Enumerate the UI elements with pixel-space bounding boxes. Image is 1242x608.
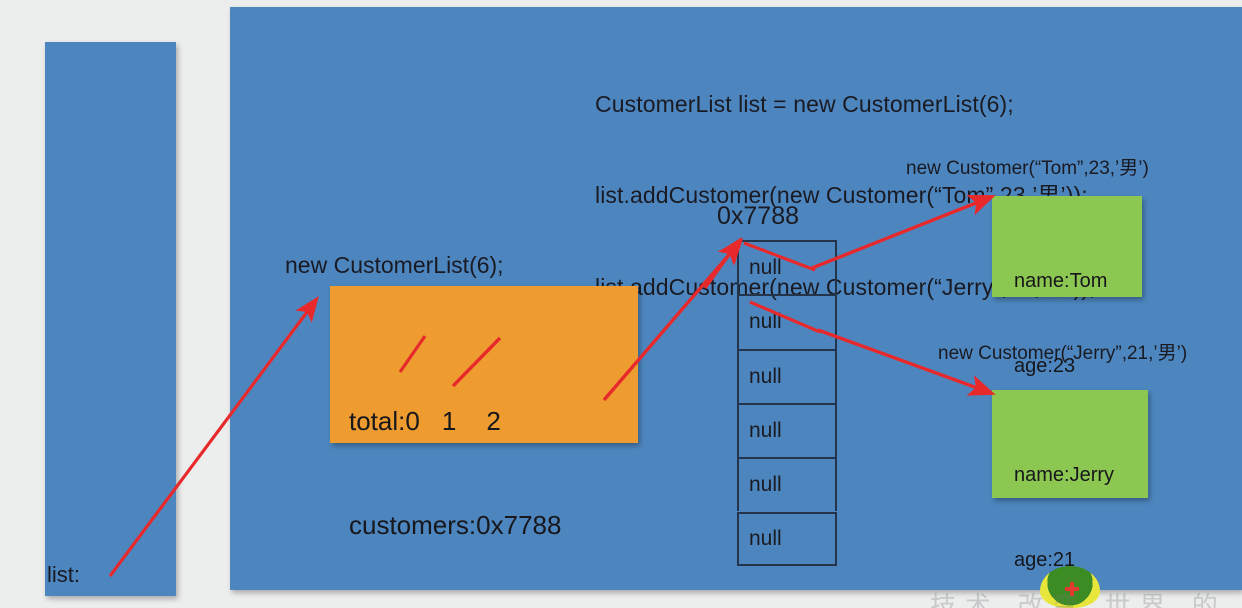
customers-field-value: 0x7788 (476, 510, 562, 541)
tom-name-field: name:Tom (1014, 269, 1108, 292)
watermark-handwriting: 技术 改变 世界 的 技术 (930, 592, 1242, 608)
total-value-2: 2 (486, 405, 501, 436)
array-cell-4-value: null (749, 473, 782, 497)
watermark: 技术 改变 世界 的 技术 (930, 566, 1242, 608)
array-cell-3: null (737, 402, 837, 458)
watermark-cross-icon (1065, 582, 1079, 596)
array-cell-5: null (737, 511, 837, 566)
array-cell-0-value: null (749, 256, 782, 280)
tom-constructor-label: new Customer(“Tom”,23,’男’) (906, 158, 1149, 179)
jerry-constructor-label: new Customer(“Jerry”,21,’男’) (938, 343, 1188, 364)
total-value-0: 0 (405, 405, 420, 436)
stack-memory-panel (45, 42, 176, 596)
customer-array: null null null null null null (737, 240, 837, 566)
array-cell-2-value: null (749, 364, 782, 388)
code-line-1: CustomerList list = new CustomerList(6); (595, 90, 1014, 117)
customer-object-jerry: name:Jerry age:21 gender:男 (992, 390, 1148, 571)
total-value-1: 1 (441, 405, 457, 436)
tom-age-field: age:23 (1014, 354, 1076, 377)
customer-object-tom: name:Tom age:23 gender:男 (992, 196, 1142, 462)
stack-variable-label: list: (47, 562, 80, 587)
array-cell-0: null (737, 240, 837, 295)
array-cell-4: null (737, 457, 837, 512)
total-field-label: total: (349, 405, 406, 436)
customers-field-row: customers:0x7788 (349, 508, 561, 543)
jerry-age-field: age:21 (1014, 548, 1076, 571)
customer-jerry-fields: name:Jerry age:21 gender:男 (1014, 404, 1114, 608)
array-address-label: 0x7788 (717, 202, 800, 230)
array-cell-1: null (737, 294, 837, 349)
customers-field-label: customers: (349, 510, 477, 541)
array-cell-1-value: null (749, 310, 782, 334)
array-cell-5-value: null (749, 526, 782, 550)
array-cell-2: null (737, 348, 837, 403)
new-customerlist-label: new CustomerList(6); (285, 252, 504, 278)
array-cell-3-value: null (749, 419, 782, 443)
jerry-name-field: name:Jerry (1014, 463, 1115, 486)
